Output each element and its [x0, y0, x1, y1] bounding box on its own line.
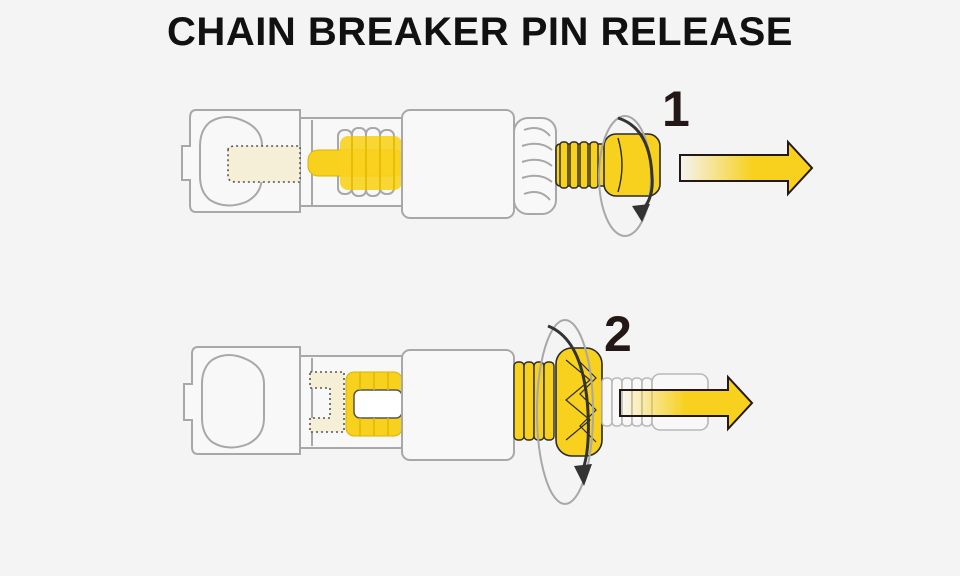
step-1-tool: [181, 109, 814, 237]
step-2-pull-arrow-icon: [619, 374, 754, 432]
tool-sleeve: [401, 109, 515, 219]
step-2-pin: [345, 371, 403, 437]
step-2-number: 2: [604, 306, 632, 362]
tool-sleeve: [401, 349, 515, 461]
step-1-pull-arrow-icon: [679, 139, 814, 197]
step-2-threads: [513, 361, 555, 441]
step-1-pin: [307, 136, 405, 190]
step-2-tool: [183, 319, 754, 505]
diagram-title: CHAIN BREAKER PIN RELEASE: [167, 10, 793, 54]
step-1-rotate-ccw-arrow-icon: [598, 115, 654, 237]
knurled-ring: [513, 117, 557, 215]
step-1-screw: [555, 133, 661, 197]
step-2-rotate-ccw-arrow-icon: [536, 319, 594, 505]
step-1-number: 1: [662, 81, 690, 137]
